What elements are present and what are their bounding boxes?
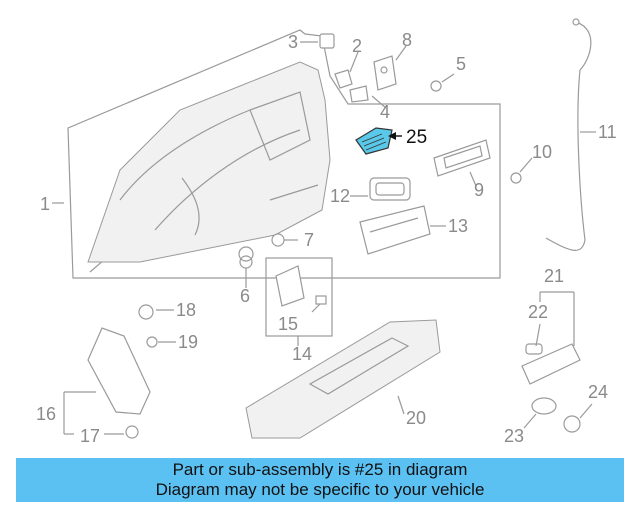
nut-part-6 — [238, 246, 254, 269]
callout-15: 15 — [278, 314, 298, 334]
callout-20: 20 — [406, 408, 426, 428]
callout-6: 6 — [240, 286, 250, 306]
callout-23: 23 — [504, 426, 524, 446]
lamp-part-12 — [369, 177, 411, 201]
info-banner: Part or sub-assembly is #25 in diagram D… — [16, 458, 624, 502]
callout-9: 9 — [474, 180, 484, 200]
callout-21: 21 — [544, 266, 564, 286]
callout-11: 11 — [598, 122, 617, 142]
clip-part-3 — [319, 33, 335, 49]
callout-22: 22 — [528, 302, 548, 322]
box-part-14 — [265, 257, 333, 337]
leader-lines — [52, 41, 596, 435]
quarter-trim-panel — [87, 61, 331, 263]
callout-labels: 1 2 3 4 5 6 7 8 9 10 11 12 13 14 15 16 1… — [36, 30, 617, 446]
callout-25: 25 — [406, 127, 427, 148]
vent-part-25 — [355, 127, 393, 155]
callout-19: 19 — [178, 332, 198, 352]
lamp-part-21 — [521, 343, 581, 385]
clips-part-18-19 — [138, 304, 158, 348]
callout-12: 12 — [330, 186, 350, 206]
screw-part-5 — [430, 80, 442, 92]
screw-part-10 — [510, 172, 522, 184]
trim-part-13 — [359, 205, 431, 255]
sill-part-20 — [245, 319, 441, 439]
callout-16: 16 — [36, 404, 56, 424]
callout-7: 7 — [304, 230, 314, 250]
handle-part-9 — [433, 139, 491, 177]
banner-line-2: Diagram may not be specific to your vehi… — [155, 480, 485, 499]
callout-13: 13 — [448, 216, 468, 236]
callout-3: 3 — [288, 32, 298, 52]
callout-8: 8 — [402, 30, 412, 50]
callout-4: 4 — [380, 102, 390, 122]
callout-17: 17 — [80, 426, 100, 446]
bracket-part-16 — [87, 327, 151, 439]
clip-part-4 — [349, 85, 369, 103]
cable-part-11 — [545, 18, 592, 251]
callout-2: 2 — [352, 36, 362, 56]
clip-part-2 — [334, 69, 353, 89]
bulb-part-24 — [563, 415, 581, 433]
pin-part-7 — [271, 233, 285, 247]
parts-diagram: 1 2 3 4 5 6 7 8 9 10 11 12 13 14 15 16 1… — [36, 18, 617, 446]
callout-24: 24 — [588, 382, 608, 402]
socket-part-23 — [531, 397, 557, 415]
callout-1: 1 — [40, 194, 50, 214]
banner-line-1: Part or sub-assembly is #25 in diagram — [172, 460, 468, 479]
callout-18: 18 — [176, 300, 196, 320]
callout-10: 10 — [532, 142, 552, 162]
callout-5: 5 — [456, 54, 466, 74]
callout-14: 14 — [292, 344, 312, 364]
bracket-part-8 — [373, 55, 397, 91]
